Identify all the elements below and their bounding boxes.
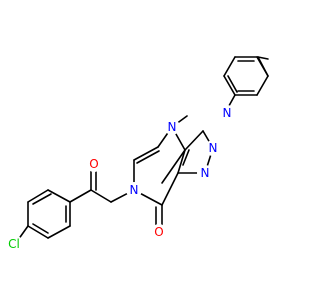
bond-chlorophenyl bbox=[47, 225, 71, 239]
bond-chlorophenyl bbox=[27, 189, 49, 203]
bond-methyl-stub bbox=[257, 56, 269, 60]
atom-cl: Cl bbox=[8, 237, 20, 251]
bond-core bbox=[184, 130, 204, 151]
bond-linker bbox=[69, 189, 92, 203]
bond-chlorophenyl-double bbox=[32, 223, 49, 234]
bond-tolyl-double bbox=[227, 75, 238, 93]
bond-tolyl bbox=[223, 56, 236, 77]
bond-core bbox=[133, 146, 159, 161]
bond-linker bbox=[90, 189, 112, 203]
bond-core bbox=[161, 172, 179, 206]
atom-n-triazole-bottom: N bbox=[201, 166, 210, 180]
atom-n-triazole-top: N bbox=[223, 106, 232, 120]
bond-core-double bbox=[136, 150, 160, 164]
bond-chlorophenyl bbox=[27, 225, 49, 239]
bond-core bbox=[177, 149, 186, 174]
bond-chlorophenyl bbox=[47, 189, 71, 203]
bond-tolyl bbox=[256, 56, 269, 77]
bond-tolyl bbox=[223, 75, 236, 96]
atom-n-pyrimidine: N bbox=[168, 120, 177, 134]
atom-o-carbonyl: O bbox=[154, 225, 163, 239]
bond-tolyl bbox=[256, 75, 269, 96]
atom-n-ring-lower: N bbox=[130, 183, 139, 197]
bonds bbox=[17, 56, 269, 241]
bond-core-double bbox=[182, 149, 190, 166]
bond-chlorophenyl-double bbox=[32, 193, 52, 205]
molecule-structure-diagram: N N N N N O O Cl bbox=[5, 56, 269, 253]
atom-n-triazole-mid: N bbox=[209, 141, 218, 155]
atom-o-ketone: O bbox=[89, 157, 98, 171]
bond-core bbox=[161, 149, 186, 184]
atom-labels: N N N N N O O Cl bbox=[5, 105, 235, 253]
